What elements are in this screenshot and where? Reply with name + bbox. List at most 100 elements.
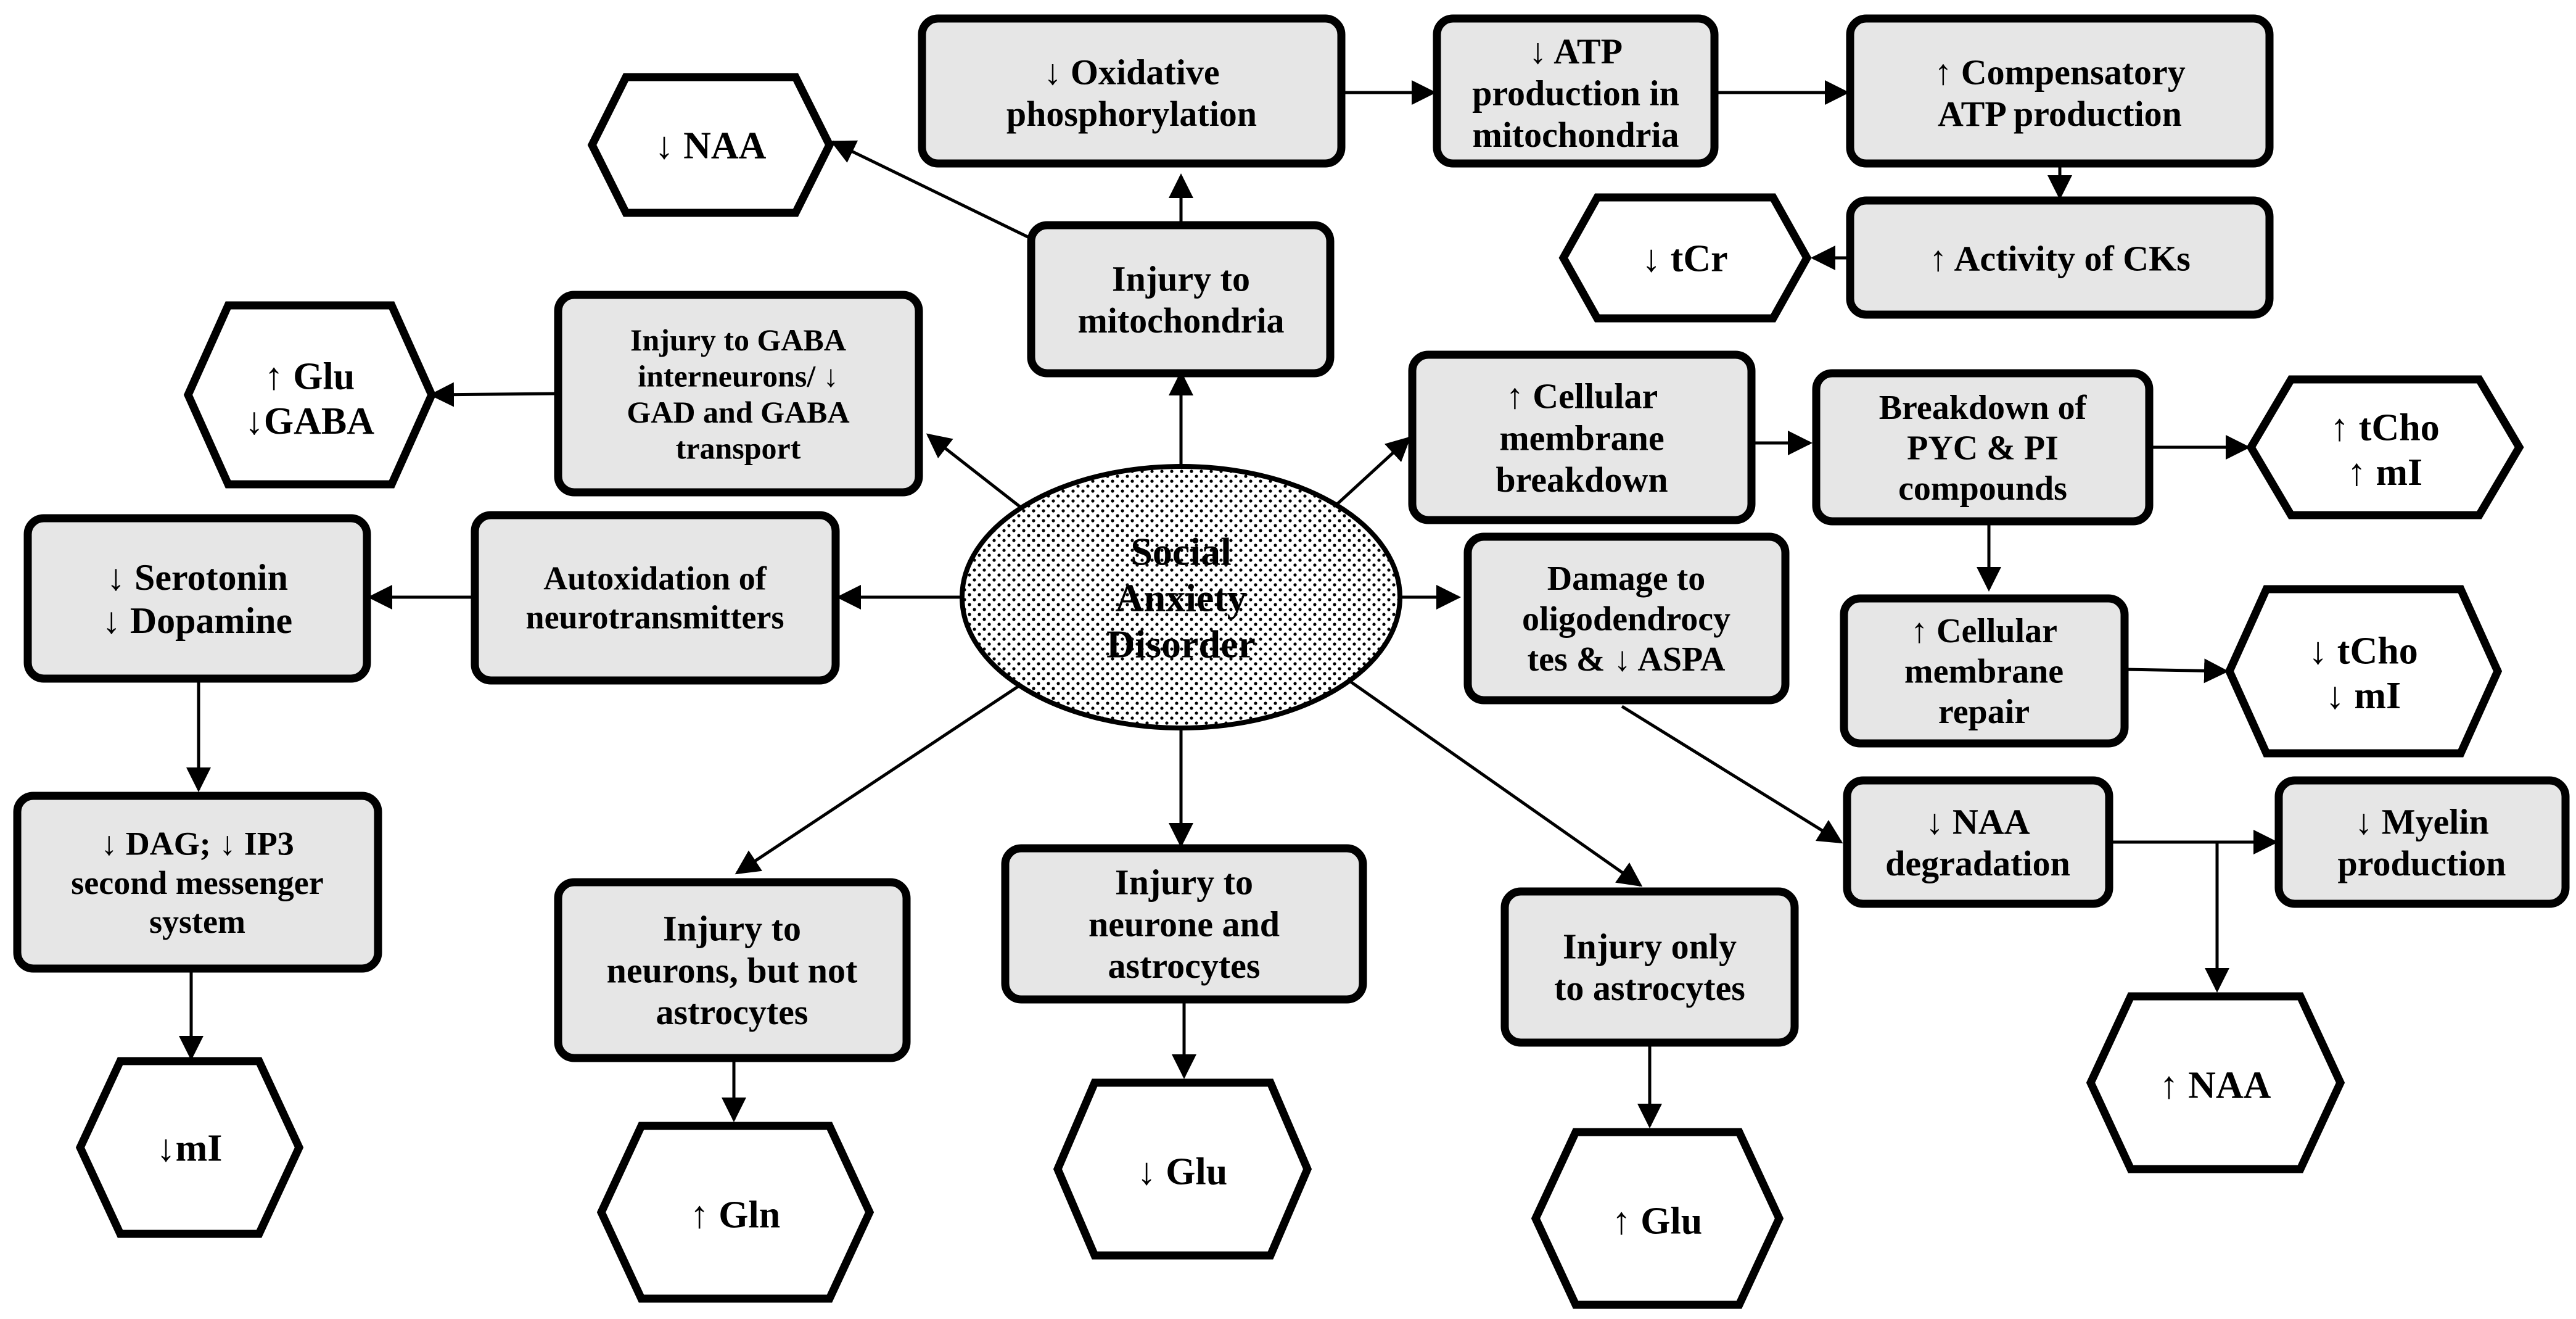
hex-label: ↑ Gln [690, 1194, 780, 1236]
edge-cell-repair-tcho-down [2124, 658, 2229, 684]
label-line: ↓ Serotonin [107, 557, 288, 598]
hex-label: ↓mI [157, 1128, 223, 1170]
hex-label: ↑ tCho↑ mI [2330, 407, 2439, 494]
label-line: Injury only [1563, 926, 1737, 966]
label-line: breakdown [1496, 460, 1668, 500]
label-line: Injury to GABA [630, 323, 846, 357]
label-line: ↓GABA [245, 400, 374, 442]
hex-glu-up-gaba-down: ↑ Glu↓GABA [183, 301, 437, 489]
hex-mi-decrease-left: ↓mI [75, 1057, 304, 1238]
label-line: ↑ Cellular [1911, 612, 2057, 650]
label-line: neurons, but not [607, 950, 858, 990]
label-line: degradation [1885, 843, 2070, 883]
hex-tcho-mi-decrease: ↓ tCho↓ mI [2224, 585, 2503, 758]
hex-label: ↓ tCr [1642, 238, 1727, 280]
label-line: Anxiety [1115, 576, 1246, 619]
hex-gln-increase: ↑ Gln [596, 1122, 874, 1303]
label-line: Disorder [1106, 622, 1256, 666]
label-line: ↑ Gln [690, 1194, 780, 1236]
node-serotonin-dopamine: ↓ Serotonin↓ Dopamine [23, 514, 371, 683]
label-line: ↓ mI [2326, 675, 2401, 717]
node-label: ↓ Serotonin↓ Dopamine [102, 557, 292, 641]
edge-gaba-inj-glu-gaba [429, 382, 559, 407]
label-line: system [149, 903, 245, 940]
edge-center-cell-break [1334, 436, 1411, 507]
label-line: Injury to [1112, 258, 1250, 299]
label-line: ↑ Compensatory [1934, 52, 2186, 92]
edge-center-inj-astro [1349, 680, 1643, 887]
label-line: ↓ tCho [2308, 630, 2418, 672]
label-line: ↑ Glu [265, 355, 355, 397]
node-activity-of-cks: ↑ Activity of CKs [1846, 196, 2274, 319]
label-line: production [2338, 843, 2506, 883]
edge-oligo-naa-deg [1621, 705, 1843, 844]
label-line: repair [1938, 693, 2030, 731]
hex-label: ↑ NAA [2160, 1065, 2271, 1107]
label-line: membrane [1904, 653, 2064, 691]
label-line: mitochondria [1472, 115, 1679, 155]
hex-label: ↓ NAA [655, 125, 767, 167]
label-line: ↓ Myelin [2355, 801, 2488, 841]
hex-naa-increase: ↑ NAA [2086, 992, 2345, 1173]
label-line: oligodendrocy [1522, 600, 1730, 639]
label-line: neurotransmitters [526, 598, 784, 635]
label-line: ↓ Oxidative [1043, 52, 1219, 92]
label-line: ↓ NAA [1925, 801, 2030, 841]
label-line: ↑ tCho [2330, 407, 2439, 449]
hex-naa-decrease-top: ↓ NAA [587, 73, 834, 217]
label-line: ↑ Glu [1612, 1201, 1702, 1243]
label-line: ↑ NAA [2160, 1065, 2271, 1107]
hex-label: ↑ Glu [1612, 1201, 1702, 1243]
label-line: mitochondria [1077, 300, 1284, 341]
label-line: neurone and [1088, 904, 1280, 944]
label-line: ↑ Activity of CKs [1929, 238, 2191, 278]
label-line: ↓ Glu [1137, 1151, 1227, 1193]
hex-label: ↓ tCho↓ mI [2308, 630, 2418, 717]
edges [179, 80, 2278, 1128]
label-line: GAD and GABA [627, 395, 849, 429]
edge-center-gaba-inj [926, 433, 1028, 513]
hex-glu-increase: ↑ Glu [1531, 1128, 1784, 1309]
label-line: ↓ NAA [655, 125, 767, 167]
label-line: ↑ Cellular [1506, 376, 1658, 416]
label-line: ↓ tCr [1642, 238, 1727, 280]
hex-tcr-decrease: ↓ tCr [1558, 193, 1812, 323]
hex-glu-decrease: ↓ Glu [1053, 1078, 1312, 1260]
label-line: ↓ ATP [1529, 31, 1623, 71]
label-line: ATP production [1938, 94, 2182, 134]
label-line: ↓ DAG; ↓ IP3 [101, 825, 294, 862]
label-line: interneurons/ ↓ [638, 358, 839, 393]
label-line: tes & ↓ ASPA [1528, 640, 1726, 679]
label-line: PYC & PI [1907, 429, 2059, 468]
label-line: to astrocytes [1554, 968, 1745, 1008]
label-line: transport [676, 431, 801, 465]
